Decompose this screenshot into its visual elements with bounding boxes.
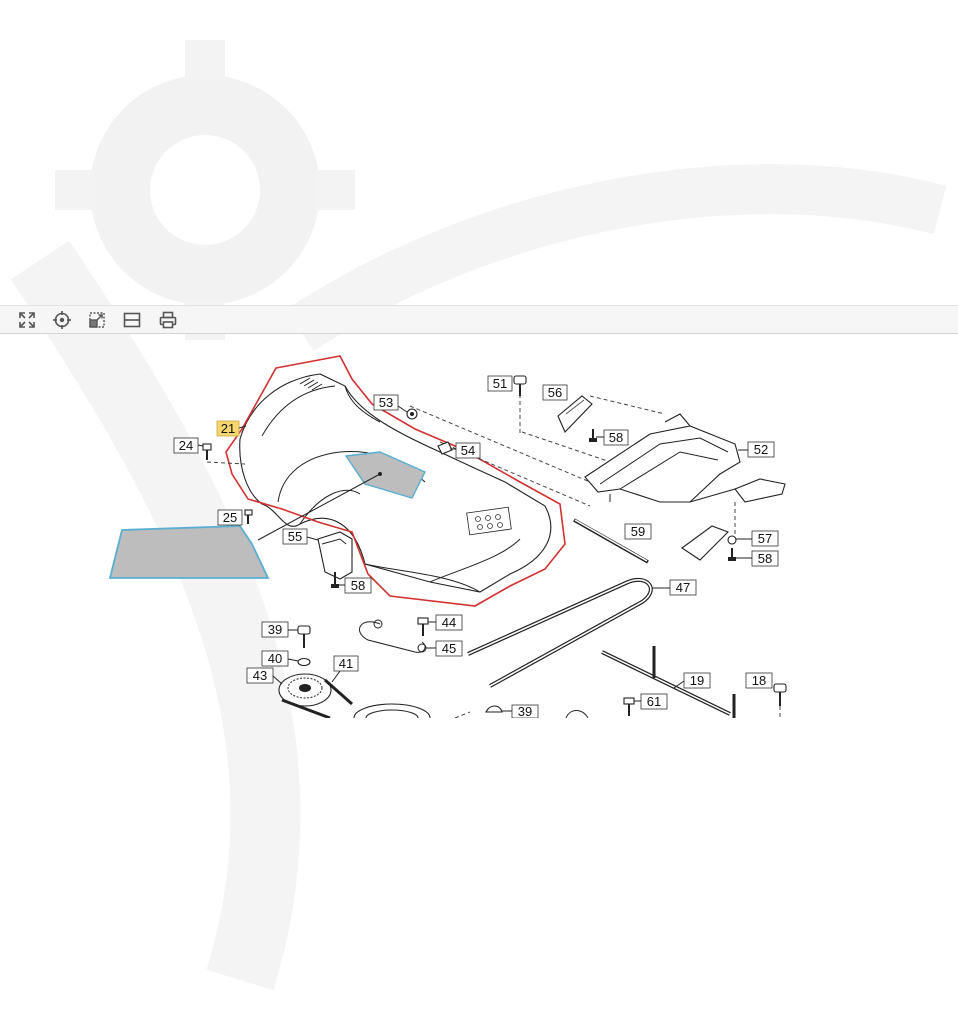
callout-52-text: 52 (754, 442, 768, 457)
cable-45[interactable] (359, 619, 427, 653)
bolt-18[interactable] (773, 683, 787, 706)
callout-54[interactable]: 54 (455, 442, 481, 459)
callout-44-text: 44 (442, 615, 456, 630)
locate-button[interactable] (50, 309, 74, 331)
callout-53-text: 53 (379, 395, 393, 410)
print-button[interactable] (156, 309, 180, 331)
expand-button[interactable] (15, 309, 39, 331)
bolt-24[interactable] (202, 443, 212, 460)
callout-52[interactable]: 52 (747, 441, 775, 458)
pulley-43[interactable] (278, 673, 332, 707)
resize-icon (89, 312, 105, 328)
callout-58-left[interactable]: 58 (344, 577, 372, 594)
diagram-toolbar (0, 305, 958, 334)
callout-51-text: 51 (493, 376, 507, 391)
callout-58-left-text: 58 (351, 578, 365, 593)
callout-24-text: 24 (179, 438, 193, 453)
washer-40[interactable] (297, 657, 311, 667)
callout-41[interactable]: 41 (333, 655, 359, 672)
bolt-25[interactable] (244, 509, 253, 524)
callout-45[interactable]: 45 (435, 640, 463, 657)
callout-39-bottom-text: 39 (518, 704, 532, 718)
callout-19-text: 19 (690, 673, 704, 688)
split-view-icon (123, 312, 141, 328)
callout-53[interactable]: 53 (373, 394, 399, 411)
callout-61[interactable]: 61 (640, 693, 668, 710)
callout-59[interactable]: 59 (624, 523, 652, 540)
callout-58-top-text: 58 (609, 430, 623, 445)
callout-61-text: 61 (647, 694, 661, 709)
callout-40[interactable]: 40 (261, 650, 289, 667)
screw-58-right[interactable] (728, 548, 736, 561)
callout-24[interactable]: 24 (173, 437, 199, 454)
frame-rod-19[interactable] (601, 646, 736, 718)
wedge-57[interactable] (681, 525, 737, 561)
callout-18-text: 18 (752, 673, 766, 688)
callout-25[interactable]: 25 (217, 509, 243, 526)
exploded-parts-diagram: .part { fill:#ffffff; stroke:#222; strok… (0, 334, 958, 733)
callout-39-top-text: 39 (268, 622, 282, 637)
bolt-51[interactable] (513, 375, 527, 396)
screw-58-left[interactable] (331, 572, 339, 588)
callout-55[interactable]: 55 (282, 528, 308, 545)
nut-53[interactable] (406, 408, 418, 420)
callout-44[interactable]: 44 (435, 614, 463, 631)
expand-icon (19, 312, 35, 328)
bolt-39[interactable] (297, 625, 311, 648)
callout-59-text: 59 (631, 524, 645, 539)
print-icon (159, 311, 177, 329)
callout-18[interactable]: 18 (745, 672, 773, 689)
belt-41[interactable] (281, 678, 353, 720)
callout-43[interactable]: 43 (246, 667, 274, 684)
split-view-button[interactable] (120, 309, 144, 331)
callout-56[interactable]: 56 (542, 384, 568, 401)
bolt-44[interactable] (417, 617, 429, 636)
callout-47[interactable]: 47 (669, 579, 697, 596)
callout-57[interactable]: 57 (751, 530, 779, 547)
callout-40-text: 40 (268, 651, 282, 666)
window-part[interactable] (344, 451, 426, 499)
callout-21-text: 21 (221, 421, 235, 436)
callout-55-text: 55 (288, 529, 302, 544)
bolt-61[interactable] (623, 697, 635, 716)
callout-56-text: 56 (548, 385, 562, 400)
parts-drawing: .part { fill:#ffffff; stroke:#222; strok… (108, 355, 787, 733)
callout-58-right[interactable]: 58 (751, 550, 779, 567)
wedge-56[interactable] (557, 395, 593, 433)
nut-39-lower[interactable] (485, 705, 503, 713)
selection-outline (225, 355, 566, 607)
callout-21[interactable]: 21 (216, 420, 240, 437)
belt-47[interactable] (467, 578, 653, 688)
screw-58-top[interactable] (589, 429, 597, 442)
crosshair-icon (53, 311, 71, 329)
callout-43-text: 43 (253, 668, 267, 683)
window-zoom-callout (108, 525, 270, 579)
callout-58-right-text: 58 (758, 551, 772, 566)
callout-39-bottom[interactable]: 39 (511, 704, 539, 719)
callout-47-text: 47 (676, 580, 690, 595)
callout-41-text: 41 (339, 656, 353, 671)
callout-58-top[interactable]: 58 (603, 429, 629, 446)
callout-45-text: 45 (442, 641, 456, 656)
fit-button[interactable] (85, 309, 109, 331)
callout-57-text: 57 (758, 531, 772, 546)
callout-19[interactable]: 19 (683, 672, 711, 689)
callout-54-text: 54 (461, 443, 475, 458)
clip-54[interactable] (437, 441, 453, 455)
callout-51[interactable]: 51 (487, 375, 513, 392)
callout-25-text: 25 (223, 510, 237, 525)
bracket-55[interactable] (317, 531, 353, 580)
callout-39-top[interactable]: 39 (261, 621, 289, 638)
frame-bracket-52[interactable] (584, 413, 786, 503)
